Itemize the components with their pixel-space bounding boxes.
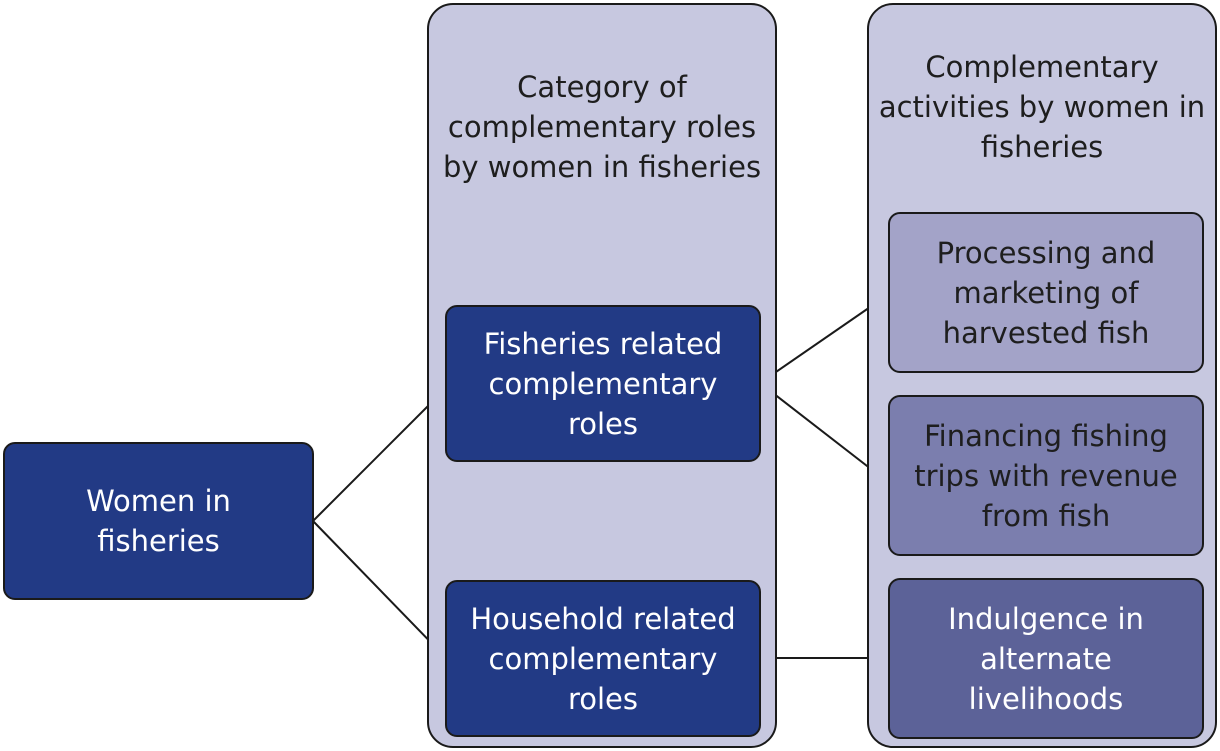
activities-panel-title: Complementary activities by women in fis… bbox=[878, 50, 1206, 164]
activity-node-financing-trips: Financing fishing trips with revenue fro… bbox=[888, 395, 1204, 556]
connector-root-to-fisheries bbox=[312, 387, 447, 522]
category-node-household-related: Household related complementary roles bbox=[445, 580, 761, 737]
activity-node-label: Financing fishing trips with revenue fro… bbox=[914, 418, 1178, 533]
activity-node-processing-marketing: Processing and marketing of harvested fi… bbox=[888, 212, 1204, 373]
activity-node-label: Indulgence in alternate livelihoods bbox=[948, 601, 1144, 716]
activity-node-label: Processing and marketing of harvested fi… bbox=[936, 235, 1156, 350]
activity-node-alternate-livelihoods: Indulgence in alternate livelihoods bbox=[888, 578, 1204, 739]
root-node-label: Women in fisheries bbox=[86, 484, 231, 558]
category-node-label: Household related complementary roles bbox=[470, 601, 736, 716]
category-node-label: Fisheries related complementary roles bbox=[483, 326, 723, 441]
root-node-women-in-fisheries: Women in fisheries bbox=[3, 442, 314, 600]
category-node-fisheries-related: Fisheries related complementary roles bbox=[445, 305, 761, 462]
category-panel-title: Category of complementary roles by women… bbox=[442, 70, 762, 184]
connector-root-to-household bbox=[312, 520, 447, 659]
